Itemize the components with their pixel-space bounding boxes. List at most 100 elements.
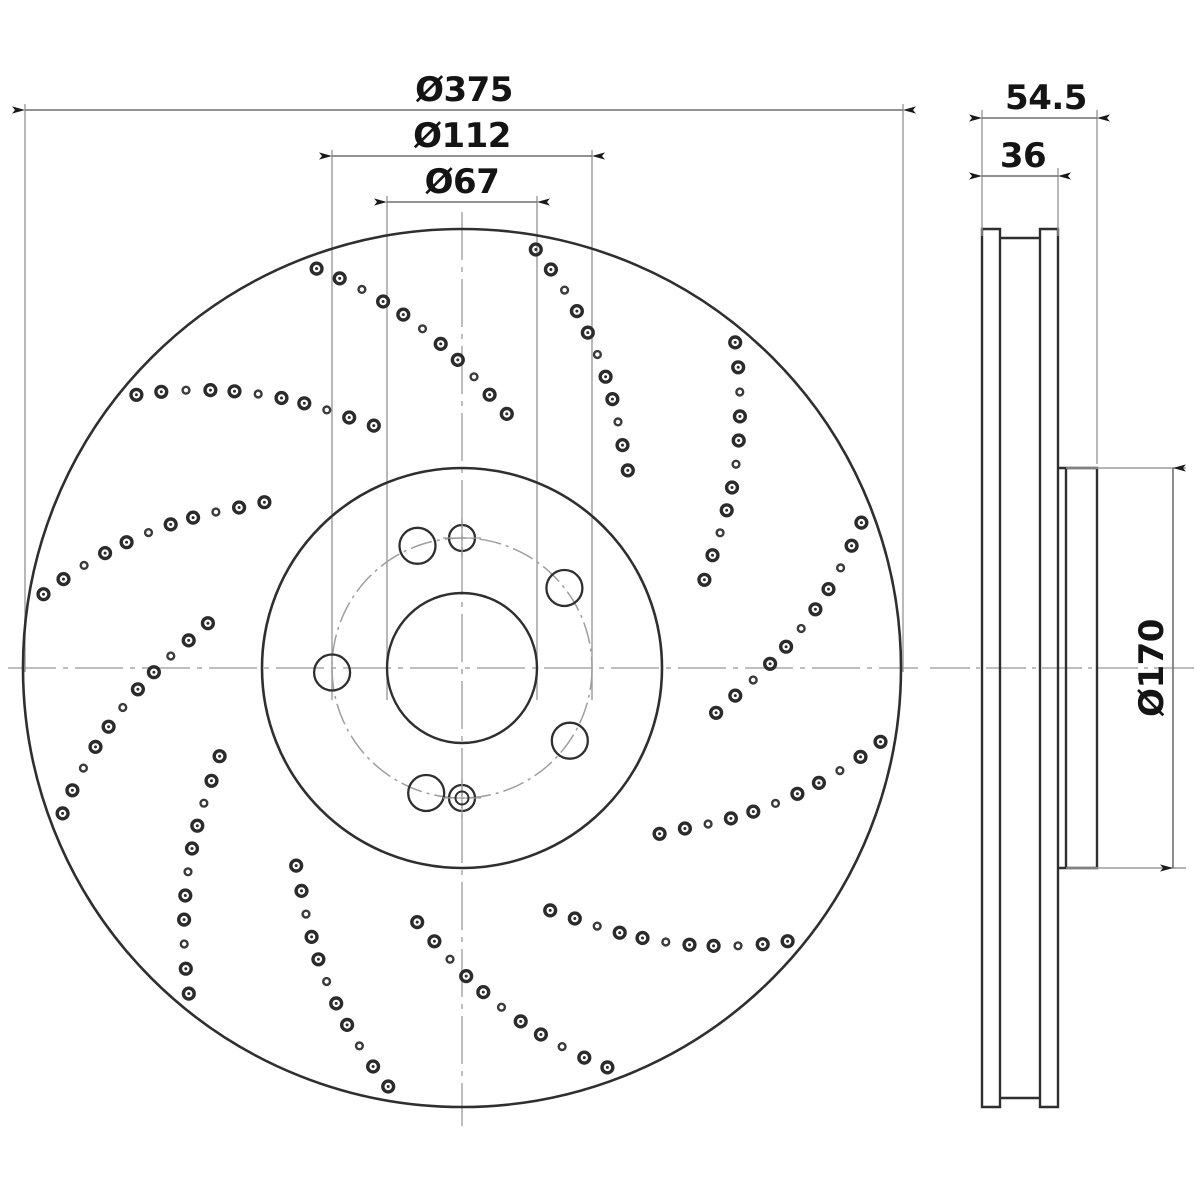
drilled-hole-large [697, 572, 712, 587]
drilled-hole-large [705, 548, 720, 563]
drilled-hole-large [762, 656, 778, 671]
drilled-hole-center [334, 1001, 338, 1005]
drilled-hole-large [342, 410, 357, 425]
drilled-hole-large [129, 387, 144, 402]
drilled-hole-small [835, 765, 845, 776]
drilled-hole-large [289, 858, 304, 873]
drilled-hole-center [733, 340, 737, 344]
drilled-hole-large [459, 968, 474, 984]
drilled-hole-small [417, 324, 428, 334]
drilled-hole-large [746, 804, 761, 819]
drilled-hole-small [118, 702, 128, 713]
drilled-hole-large [724, 480, 740, 495]
hat-outer-circle [260, 466, 664, 870]
drilled-hole-center [859, 521, 863, 525]
drilled-hole-large [427, 934, 442, 949]
lug-hole [550, 721, 589, 760]
drilled-hole-small [181, 385, 191, 395]
drilled-hole-center [481, 990, 485, 994]
drilled-hole-large [178, 888, 193, 903]
drilled-hole-large [677, 821, 693, 836]
drilled-hole-large [257, 495, 272, 510]
drilled-hole-center [729, 816, 733, 820]
drilled-hole-large [612, 925, 627, 940]
drilled-hole-center [738, 414, 742, 418]
pilot-hole-boss [454, 790, 470, 806]
drilled-hole-small [796, 623, 806, 634]
drilled-hole-large [97, 545, 113, 561]
drilled-hole-large [620, 463, 635, 478]
drilled-hole-large [706, 938, 721, 954]
center-bore-circle [385, 591, 539, 745]
drilled-hole-center [626, 468, 630, 472]
drilled-hole-large [56, 571, 71, 587]
drilled-hole-center [736, 365, 740, 369]
drilled-hole-center [70, 788, 74, 792]
drilled-hole-large [854, 515, 869, 530]
drilled-hole-center [371, 1065, 375, 1068]
drilled-hole-center [610, 397, 614, 401]
drilled-hole-small [770, 798, 781, 809]
drilled-hole-large [311, 952, 326, 967]
drilled-hole-large [130, 682, 146, 697]
drilled-hole-center [233, 389, 236, 393]
drilled-hole-center [534, 248, 538, 251]
drilled-hole-large [119, 535, 134, 550]
drilled-hole-large [731, 433, 746, 448]
drilled-hole-center [688, 943, 691, 947]
drilled-hole-center [338, 276, 342, 280]
drilled-hole-large [755, 937, 770, 952]
drilled-hole-center [187, 992, 191, 996]
drilled-hole-large [543, 903, 558, 918]
drilled-hole-center [184, 967, 188, 971]
drilled-hole-small [733, 941, 743, 951]
drilled-hole-center [548, 908, 552, 912]
drilled-hole-center [208, 388, 212, 392]
drilled-hole-large [652, 826, 667, 841]
drilled-hole-small [322, 405, 332, 415]
drilled-hole-center [182, 918, 186, 922]
drilled-hole-small [748, 675, 758, 685]
front-view-dimension-arrows [12, 106, 916, 206]
drilled-hole-small [661, 937, 671, 947]
drilled-hole-large [200, 616, 216, 631]
drilled-hole-center [294, 864, 298, 868]
drilled-hole-large [190, 818, 205, 833]
section-right-friction-plate [1038, 227, 1060, 1109]
drilled-hole-large [297, 396, 312, 411]
drilled-hole-center [183, 894, 187, 897]
drilled-hole-center [206, 621, 210, 625]
drilled-hole-large [844, 538, 859, 553]
drilled-hole-center [784, 645, 788, 649]
drilled-hole-large [186, 510, 201, 525]
drilled-hole-center [262, 500, 266, 504]
lug-hole [398, 526, 437, 565]
drilled-hole-center [795, 792, 799, 796]
drilled-hole-large [600, 1060, 615, 1075]
dim-text-center-bore: Ø67 [425, 162, 500, 202]
drilled-hole-large [88, 739, 103, 755]
drilled-hole-center [683, 827, 687, 830]
front-view-dimension-lines [24, 104, 904, 700]
drilled-hole-center [302, 401, 306, 405]
drilled-hole-large [366, 418, 381, 433]
drilled-hole-large [790, 786, 805, 801]
drilled-hole-large [154, 384, 169, 399]
drilled-hole-small [354, 1041, 365, 1051]
drilled-hole-large [177, 912, 192, 927]
drilled-hole-center [850, 544, 854, 548]
drilled-hole-center [488, 393, 492, 397]
drilled-hole-large [513, 1014, 528, 1029]
lug-hole [312, 653, 352, 692]
drilled-hole-center [134, 393, 138, 397]
drilled-hole-large [433, 336, 448, 352]
drilled-hole-large [821, 581, 836, 597]
drilled-hole-large [635, 930, 650, 946]
drilled-hole-large [146, 665, 162, 680]
drilled-hole-large [476, 984, 491, 1000]
drilled-hole-center [439, 342, 443, 346]
drilled-hole-large [528, 242, 543, 257]
drilled-hole-large [723, 811, 739, 826]
drilled-hole-small [322, 976, 332, 987]
drilled-hole-center [575, 309, 579, 313]
